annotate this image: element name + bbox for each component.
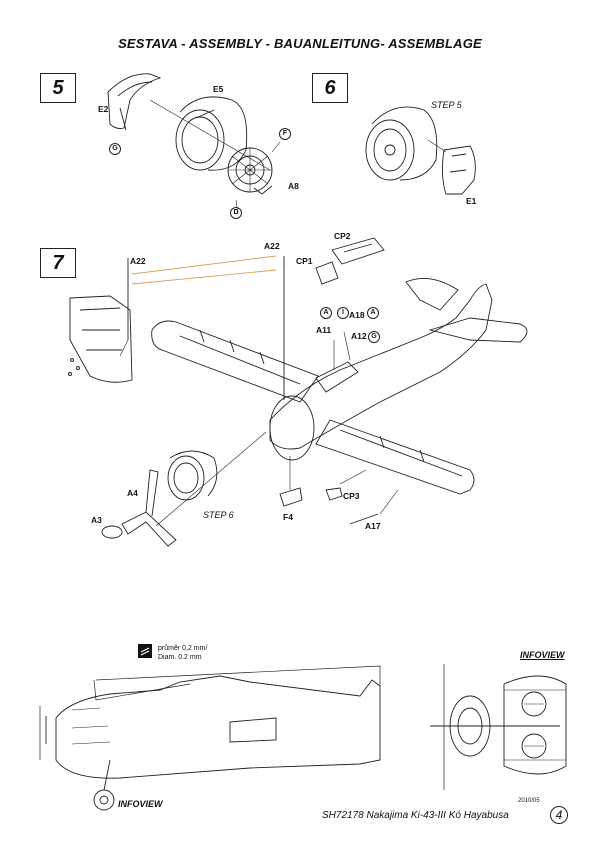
e1-exhaust-part [441,145,476,195]
step6-cowling-assembly [365,106,438,181]
infoview-front-label: INFOVIEW [520,650,565,660]
label-a12: A12 [351,331,367,341]
label-a22-left: A22 [130,256,146,266]
label-e5: E5 [213,84,224,94]
a8-engine-part [227,147,273,195]
marker-d-step5: D [230,207,242,219]
label-a22-mid: A22 [264,241,280,251]
aircraft-left-wing [151,320,319,403]
fuselage-detail-inset [68,295,133,383]
label-a3: A3 [91,515,102,525]
footer-product: SH72178 Nakajima Ki-43-III Kó Hayabusa [322,810,509,821]
step-5-box: 5 [40,73,76,103]
infoview-side-label: INFOVIEW [118,799,163,809]
label-a17: A17 [365,521,381,531]
label-cp1: CP1 [296,256,313,266]
cp3-part [325,487,343,501]
label-a4: A4 [127,488,138,498]
marker-g-step7: G [368,331,380,343]
label-e1: E1 [466,196,477,206]
a4-propeller-part [121,469,177,547]
a3-spinner-part [101,525,123,539]
cp1-windscreen-part [315,261,339,285]
page-title: SESTAVA - ASSEMBLY - BAUANLEITUNG- ASSEM… [118,36,482,51]
infoview-front-aircraft [430,664,567,790]
diameter-note-line1: průměr 0,2 mm/ [158,645,208,652]
footer-date: 2010/05 [518,798,540,804]
antenna-wire [131,255,277,285]
label-step5: STEP 5 [431,100,462,110]
step7-cowling-part [167,450,218,501]
diameter-note-icon [138,644,152,658]
e2-cowl-flap-part [107,73,162,131]
aircraft-right-wing [315,419,475,495]
aircraft-fuselage [269,283,493,461]
label-cp3: CP3 [343,491,360,501]
diameter-note-line2: Diam. 0.2 mm [158,654,202,661]
marker-a-1: A [320,307,332,319]
label-a18: A18 [349,310,365,320]
label-a11: A11 [316,325,332,335]
marker-a-2: A [367,307,379,319]
label-step6: STEP 6 [203,510,234,520]
step-6-box: 6 [312,73,348,103]
marker-i: I [337,307,349,319]
f4-part [279,487,303,507]
label-e2: E2 [98,104,109,114]
step-7-box: 7 [40,248,76,278]
label-a8: A8 [288,181,299,191]
label-cp2: CP2 [334,231,351,241]
label-f4: F4 [283,512,293,522]
marker-g-step5: G [109,143,121,155]
a17-part [349,513,379,525]
marker-f-step5: F [279,128,291,140]
infoview-side-aircraft [39,665,381,811]
cp2-canopy-part [331,237,385,265]
aircraft-tailplane [405,277,528,343]
page-number: 4 [550,806,568,824]
